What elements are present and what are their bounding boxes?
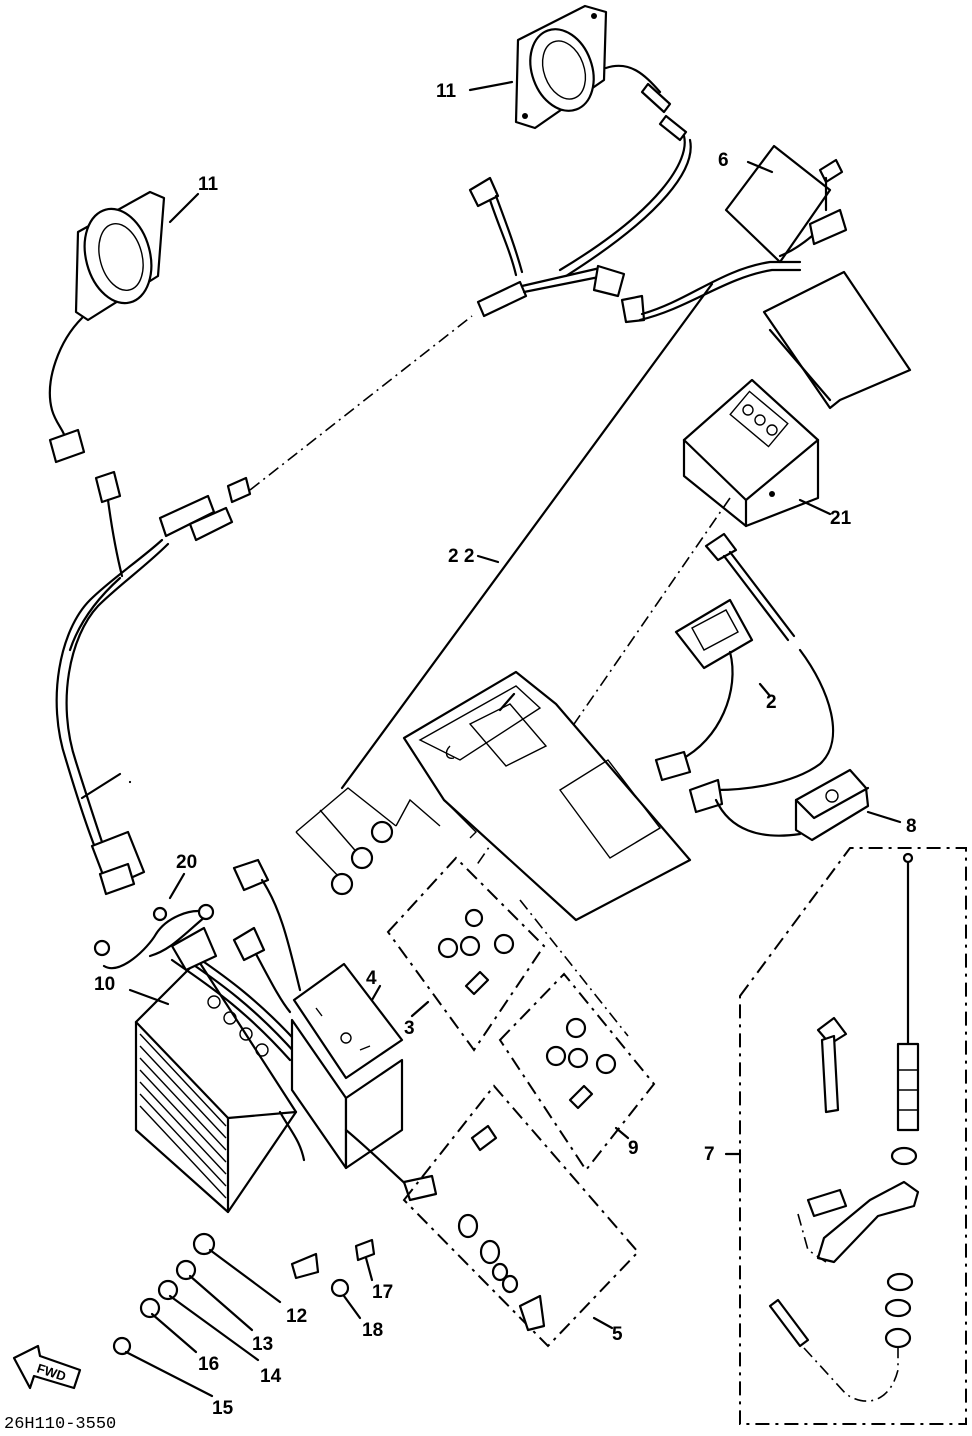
leader-harness [80, 772, 122, 800]
part-2-switch [654, 532, 835, 814]
part-9-group [498, 899, 656, 1172]
leader-17 [364, 1256, 374, 1282]
callout-2: 2 [766, 692, 777, 713]
leader-18 [342, 1294, 362, 1320]
callout-18: 18 [362, 1320, 383, 1341]
leader-9 [614, 1126, 630, 1140]
callout-17: 17 [372, 1282, 393, 1303]
harness-main-left [55, 470, 252, 896]
callout-11-upper: 11 [436, 81, 457, 102]
part-8-connector [714, 768, 870, 842]
callout-20: 20 [176, 852, 197, 873]
leader-12 [208, 1248, 282, 1304]
leader-11-left [168, 192, 200, 224]
part-6-bracket [724, 144, 848, 264]
harness-upper [468, 176, 802, 324]
speaker-left [48, 190, 166, 464]
hardware-lower-left [112, 1232, 376, 1356]
callout-4: 4 [366, 968, 377, 989]
leader-15 [124, 1350, 214, 1398]
leader-13 [188, 1274, 254, 1332]
diagram-code: 26H110-3550 [4, 1415, 116, 1434]
part-5-group [402, 1084, 640, 1348]
leader-21 [798, 498, 832, 516]
chain-line-1 [249, 315, 473, 491]
leader-8 [866, 810, 902, 824]
leader-11-upper [468, 80, 514, 92]
callout-8: 8 [906, 816, 917, 837]
part-20-cable [93, 903, 215, 970]
callout-15: 15 [212, 1398, 234, 1419]
callout-6: 6 [718, 150, 729, 171]
speaker-upper [514, 4, 692, 278]
leader-20 [168, 872, 186, 900]
callout-5: 5 [612, 1324, 623, 1345]
callout-9: 9 [628, 1138, 639, 1159]
part-22-washers [295, 787, 441, 896]
callout-12: 12 [286, 1306, 307, 1327]
callout-22: 2 2 [448, 546, 474, 567]
leader-22 [340, 282, 714, 790]
part-10-amplifier [134, 926, 304, 1214]
leader-10 [128, 988, 170, 1006]
mounting-plate [402, 670, 692, 922]
leader-22b [476, 554, 500, 564]
part-4-unit [232, 858, 438, 1202]
leader-6 [746, 160, 774, 174]
part-7-antenna-group [739, 847, 967, 1425]
leader-4 [370, 984, 382, 1002]
callout-14: 14 [260, 1366, 282, 1387]
part-3-group [386, 856, 546, 1052]
callout-11-left: 11 [198, 174, 219, 195]
callout-3: 3 [404, 1018, 415, 1039]
chain-line-2 [475, 497, 731, 867]
leader-5 [592, 1316, 614, 1330]
leader-3 [410, 1000, 430, 1018]
callout-7: 7 [704, 1144, 715, 1165]
callout-13: 13 [252, 1334, 273, 1355]
fwd-arrow-icon: FWD [12, 1344, 82, 1390]
callout-10: 10 [94, 974, 115, 995]
callout-21: 21 [830, 508, 852, 529]
leader-16 [150, 1312, 198, 1354]
leader-2 [758, 682, 772, 698]
callout-16: 16 [198, 1354, 219, 1375]
part-21-battery-box [682, 270, 912, 528]
leader-14 [168, 1294, 260, 1362]
